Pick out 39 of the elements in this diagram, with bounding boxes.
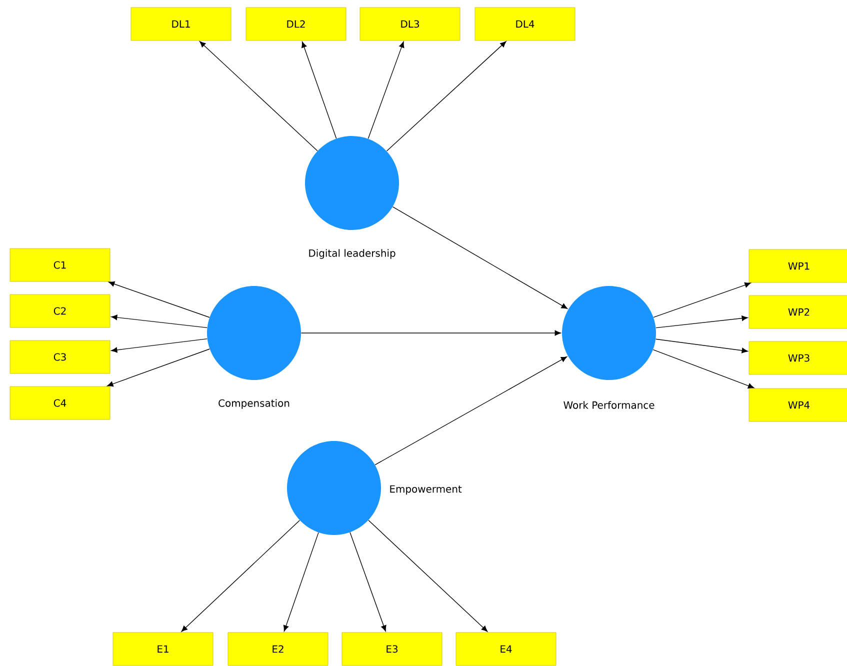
indicator-box: E1 xyxy=(112,632,214,666)
node-label: Compensation xyxy=(218,399,290,409)
arrow xyxy=(200,41,318,152)
arrow xyxy=(653,282,751,318)
arrow xyxy=(111,314,208,328)
arrow xyxy=(107,348,210,387)
arrow xyxy=(652,349,754,388)
indicator-box: E3 xyxy=(342,632,442,666)
indicator-box: DL1 xyxy=(130,7,232,41)
indicator-box: E4 xyxy=(456,632,556,666)
indicator-box: DL3 xyxy=(360,7,460,41)
indicator-box: WP3 xyxy=(748,341,847,375)
arrow xyxy=(350,532,386,632)
arrow xyxy=(392,206,568,309)
indicator-box: C3 xyxy=(10,340,110,374)
indicator-box: DL2 xyxy=(246,7,346,41)
indicator-box: WP1 xyxy=(748,249,847,283)
node-label: Digital leadership xyxy=(309,249,396,259)
arrow xyxy=(655,338,748,354)
arrow xyxy=(300,330,561,336)
indicator-box: C2 xyxy=(10,294,110,328)
arrow xyxy=(368,520,488,632)
arrow xyxy=(374,356,568,466)
arrow xyxy=(386,41,506,152)
node-label: Work Performance xyxy=(564,401,654,409)
indicator-box: C4 xyxy=(10,386,110,420)
indicator-box: WP4 xyxy=(748,388,847,422)
indicator-box: C1 xyxy=(10,248,110,282)
arrow xyxy=(656,316,748,328)
arrow xyxy=(368,42,404,139)
arrow xyxy=(108,281,210,318)
indicator-box: DL4 xyxy=(474,7,576,41)
arrow xyxy=(302,42,337,139)
indicator-box: E2 xyxy=(228,632,328,666)
arrow xyxy=(181,520,300,632)
node-label: Empowerment xyxy=(390,485,462,495)
arrow xyxy=(283,532,319,632)
arrow xyxy=(111,338,208,353)
indicator-box: WP2 xyxy=(748,295,847,329)
